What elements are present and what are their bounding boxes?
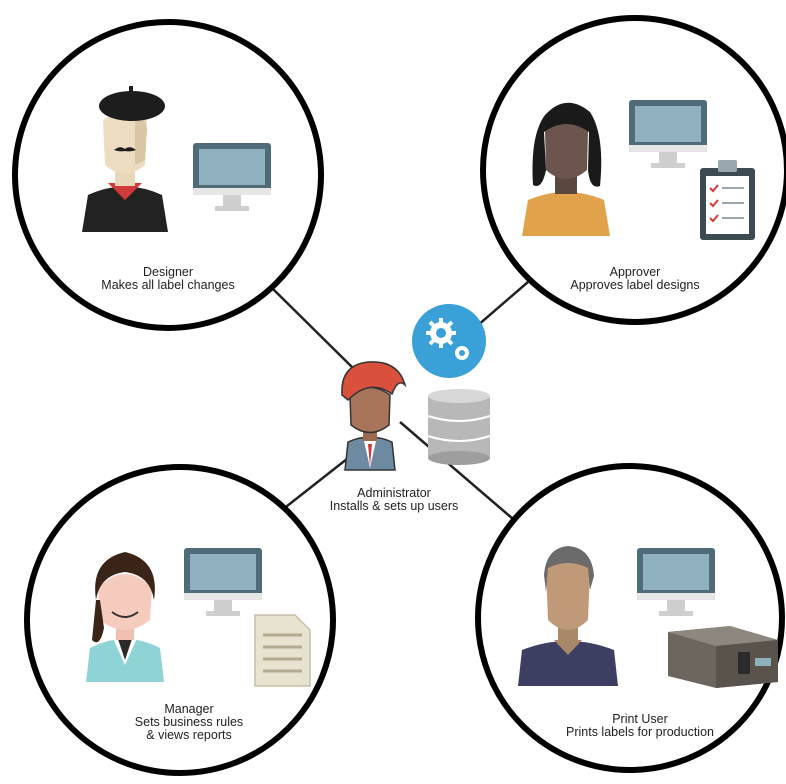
- monitor-icon: [193, 143, 271, 211]
- print-user-circle: [475, 463, 785, 773]
- print-user-title: Print User: [612, 712, 668, 726]
- printer-icon: [668, 626, 778, 688]
- manager-title: Manager: [164, 702, 214, 716]
- clipboard-icon: [700, 160, 755, 240]
- monitor-icon: [629, 100, 707, 168]
- administrator-description: Installs & sets up users: [329, 499, 459, 513]
- monitor-icon: [637, 548, 715, 616]
- designer-description: Makes all label changes: [101, 278, 235, 292]
- manager-description-line1: Sets business rules: [134, 715, 244, 729]
- database-icon: [427, 389, 491, 465]
- designer-title: Designer: [142, 265, 194, 279]
- manager-description-line2: & views reports: [146, 728, 232, 742]
- connector-print-user: [399, 421, 521, 526]
- print-user-description: Prints labels for production: [566, 725, 714, 739]
- print-user-avatar-icon: [518, 546, 618, 686]
- designer-avatar-icon: [82, 86, 168, 232]
- approver-avatar-icon: [522, 102, 610, 236]
- approver-description: Approves label designs: [570, 278, 700, 292]
- administrator-caption: Administrator Installs & sets up users: [294, 487, 494, 513]
- connector-manager: [281, 454, 353, 511]
- administrator-title: Administrator: [357, 486, 431, 500]
- administrator-avatar-icon: [341, 361, 407, 471]
- approver-circle: [480, 15, 786, 325]
- manager-caption: Manager Sets business rules & views repo…: [89, 703, 289, 742]
- designer-caption: Designer Makes all label changes: [68, 266, 268, 292]
- approver-caption: Approver Approves label designs: [535, 266, 735, 292]
- gears-icon: [412, 304, 486, 378]
- print-user-caption: Print User Prints labels for production: [540, 713, 740, 739]
- manager-avatar-icon: [86, 552, 164, 682]
- monitor-icon: [184, 548, 262, 616]
- document-icon: [254, 614, 311, 687]
- approver-title: Approver: [609, 265, 661, 279]
- manager-circle: [24, 464, 336, 776]
- designer-circle: [12, 19, 324, 331]
- connector-designer: [271, 287, 356, 371]
